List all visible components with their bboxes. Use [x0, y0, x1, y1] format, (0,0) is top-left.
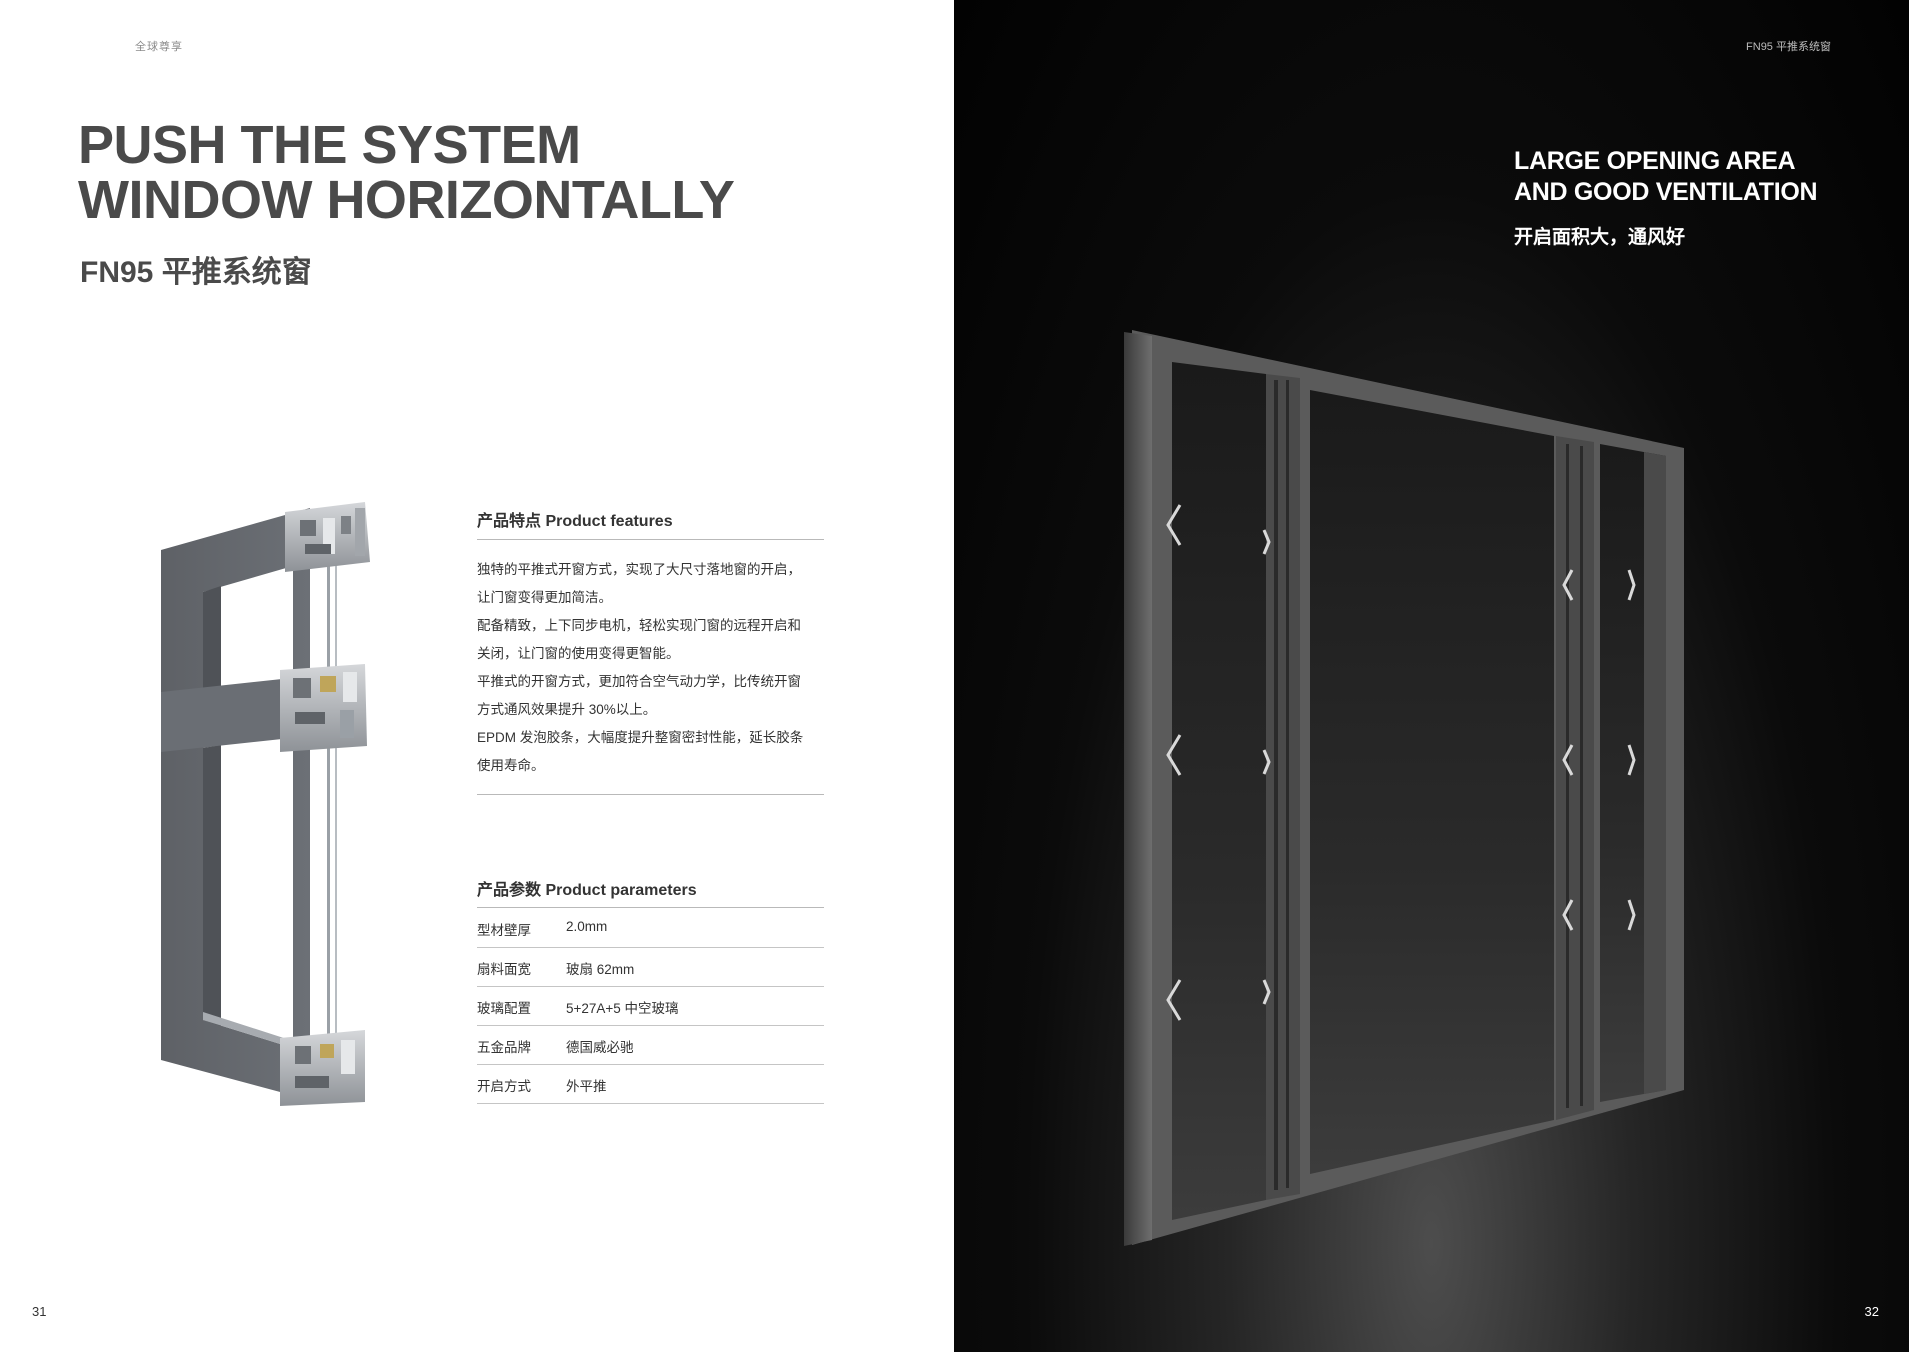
feature-line: 让门窗变得更加简洁。	[477, 590, 612, 605]
parameter-value: 外平推	[566, 1079, 607, 1094]
right-page: FN95 平推系统窗 LARGE OPENING AREA AND GOOD V…	[954, 0, 1909, 1352]
parameter-row: 玻璃配置 5+27A+5 中空玻璃	[477, 986, 824, 1026]
page-title-line-2: WINDOW HORIZONTALLY	[78, 170, 735, 230]
parameter-value: 玻扇 62mm	[566, 962, 635, 977]
feature-line: 配备精致，上下同步电机，轻松实现门窗的远程开启和	[477, 618, 801, 633]
page-title-line-1: PUSH THE SYSTEM	[78, 115, 581, 175]
feature-title-line-2: AND GOOD VENTILATION	[1514, 178, 1818, 206]
parameter-row: 扇料面宽 玻扇 62mm	[477, 947, 824, 987]
parameter-label: 五金品牌	[477, 1040, 531, 1055]
parameter-value: 5+27A+5 中空玻璃	[566, 1001, 679, 1016]
parameter-value: 德国威必驰	[566, 1040, 634, 1055]
feature-subtitle: 开启面积大，通风好	[1514, 227, 1686, 248]
sliding-window-render	[1124, 330, 1684, 1246]
parameter-label: 扇料面宽	[477, 962, 531, 977]
feature-line: 使用寿命。	[477, 758, 545, 773]
parameters-heading: 产品参数 Product parameters	[477, 882, 697, 899]
features-top-rule	[477, 539, 824, 540]
feature-title-line-1: LARGE OPENING AREA	[1514, 147, 1796, 175]
feature-line: 独特的平推式开窗方式，实现了大尺寸落地窗的开启，	[477, 562, 801, 577]
parameter-label: 开启方式	[477, 1079, 531, 1094]
running-head-right: FN95 平推系统窗	[1746, 41, 1831, 53]
page-number-right: 32	[1864, 1304, 1879, 1319]
left-page: 全球尊享 PUSH THE SYSTEM WINDOW HORIZONTALLY…	[0, 0, 954, 1352]
window-profile-illustration	[161, 502, 370, 1106]
parameter-row: 开启方式 外平推	[477, 1064, 824, 1104]
product-subtitle: FN95 平推系统窗	[80, 256, 312, 289]
parameter-row: 五金品牌 德国威必驰	[477, 1025, 824, 1065]
feature-line: EPDM 发泡胶条，大幅度提升整窗密封性能，延长胶条	[477, 730, 804, 745]
parameter-label: 玻璃配置	[477, 1001, 531, 1016]
parameters-top-rule	[477, 907, 824, 908]
running-head-left: 全球尊享	[135, 41, 183, 53]
parameter-label: 型材壁厚	[477, 923, 531, 938]
page-number-left: 31	[32, 1304, 47, 1319]
features-list: 独特的平推式开窗方式，实现了大尺寸落地窗的开启， 让门窗变得更加简洁。 配备精致…	[477, 556, 827, 780]
features-heading: 产品特点 Product features	[477, 513, 673, 530]
feature-line: 关闭，让门窗的使用变得更智能。	[477, 646, 680, 661]
parameter-value: 2.0mm	[566, 919, 608, 934]
features-bottom-rule	[477, 794, 824, 795]
parameter-row: 型材壁厚 2.0mm	[477, 908, 824, 948]
feature-line: 方式通风效果提升 30%以上。	[477, 702, 657, 717]
feature-line: 平推式的开窗方式，更加符合空气动力学，比传统开窗	[477, 674, 801, 689]
